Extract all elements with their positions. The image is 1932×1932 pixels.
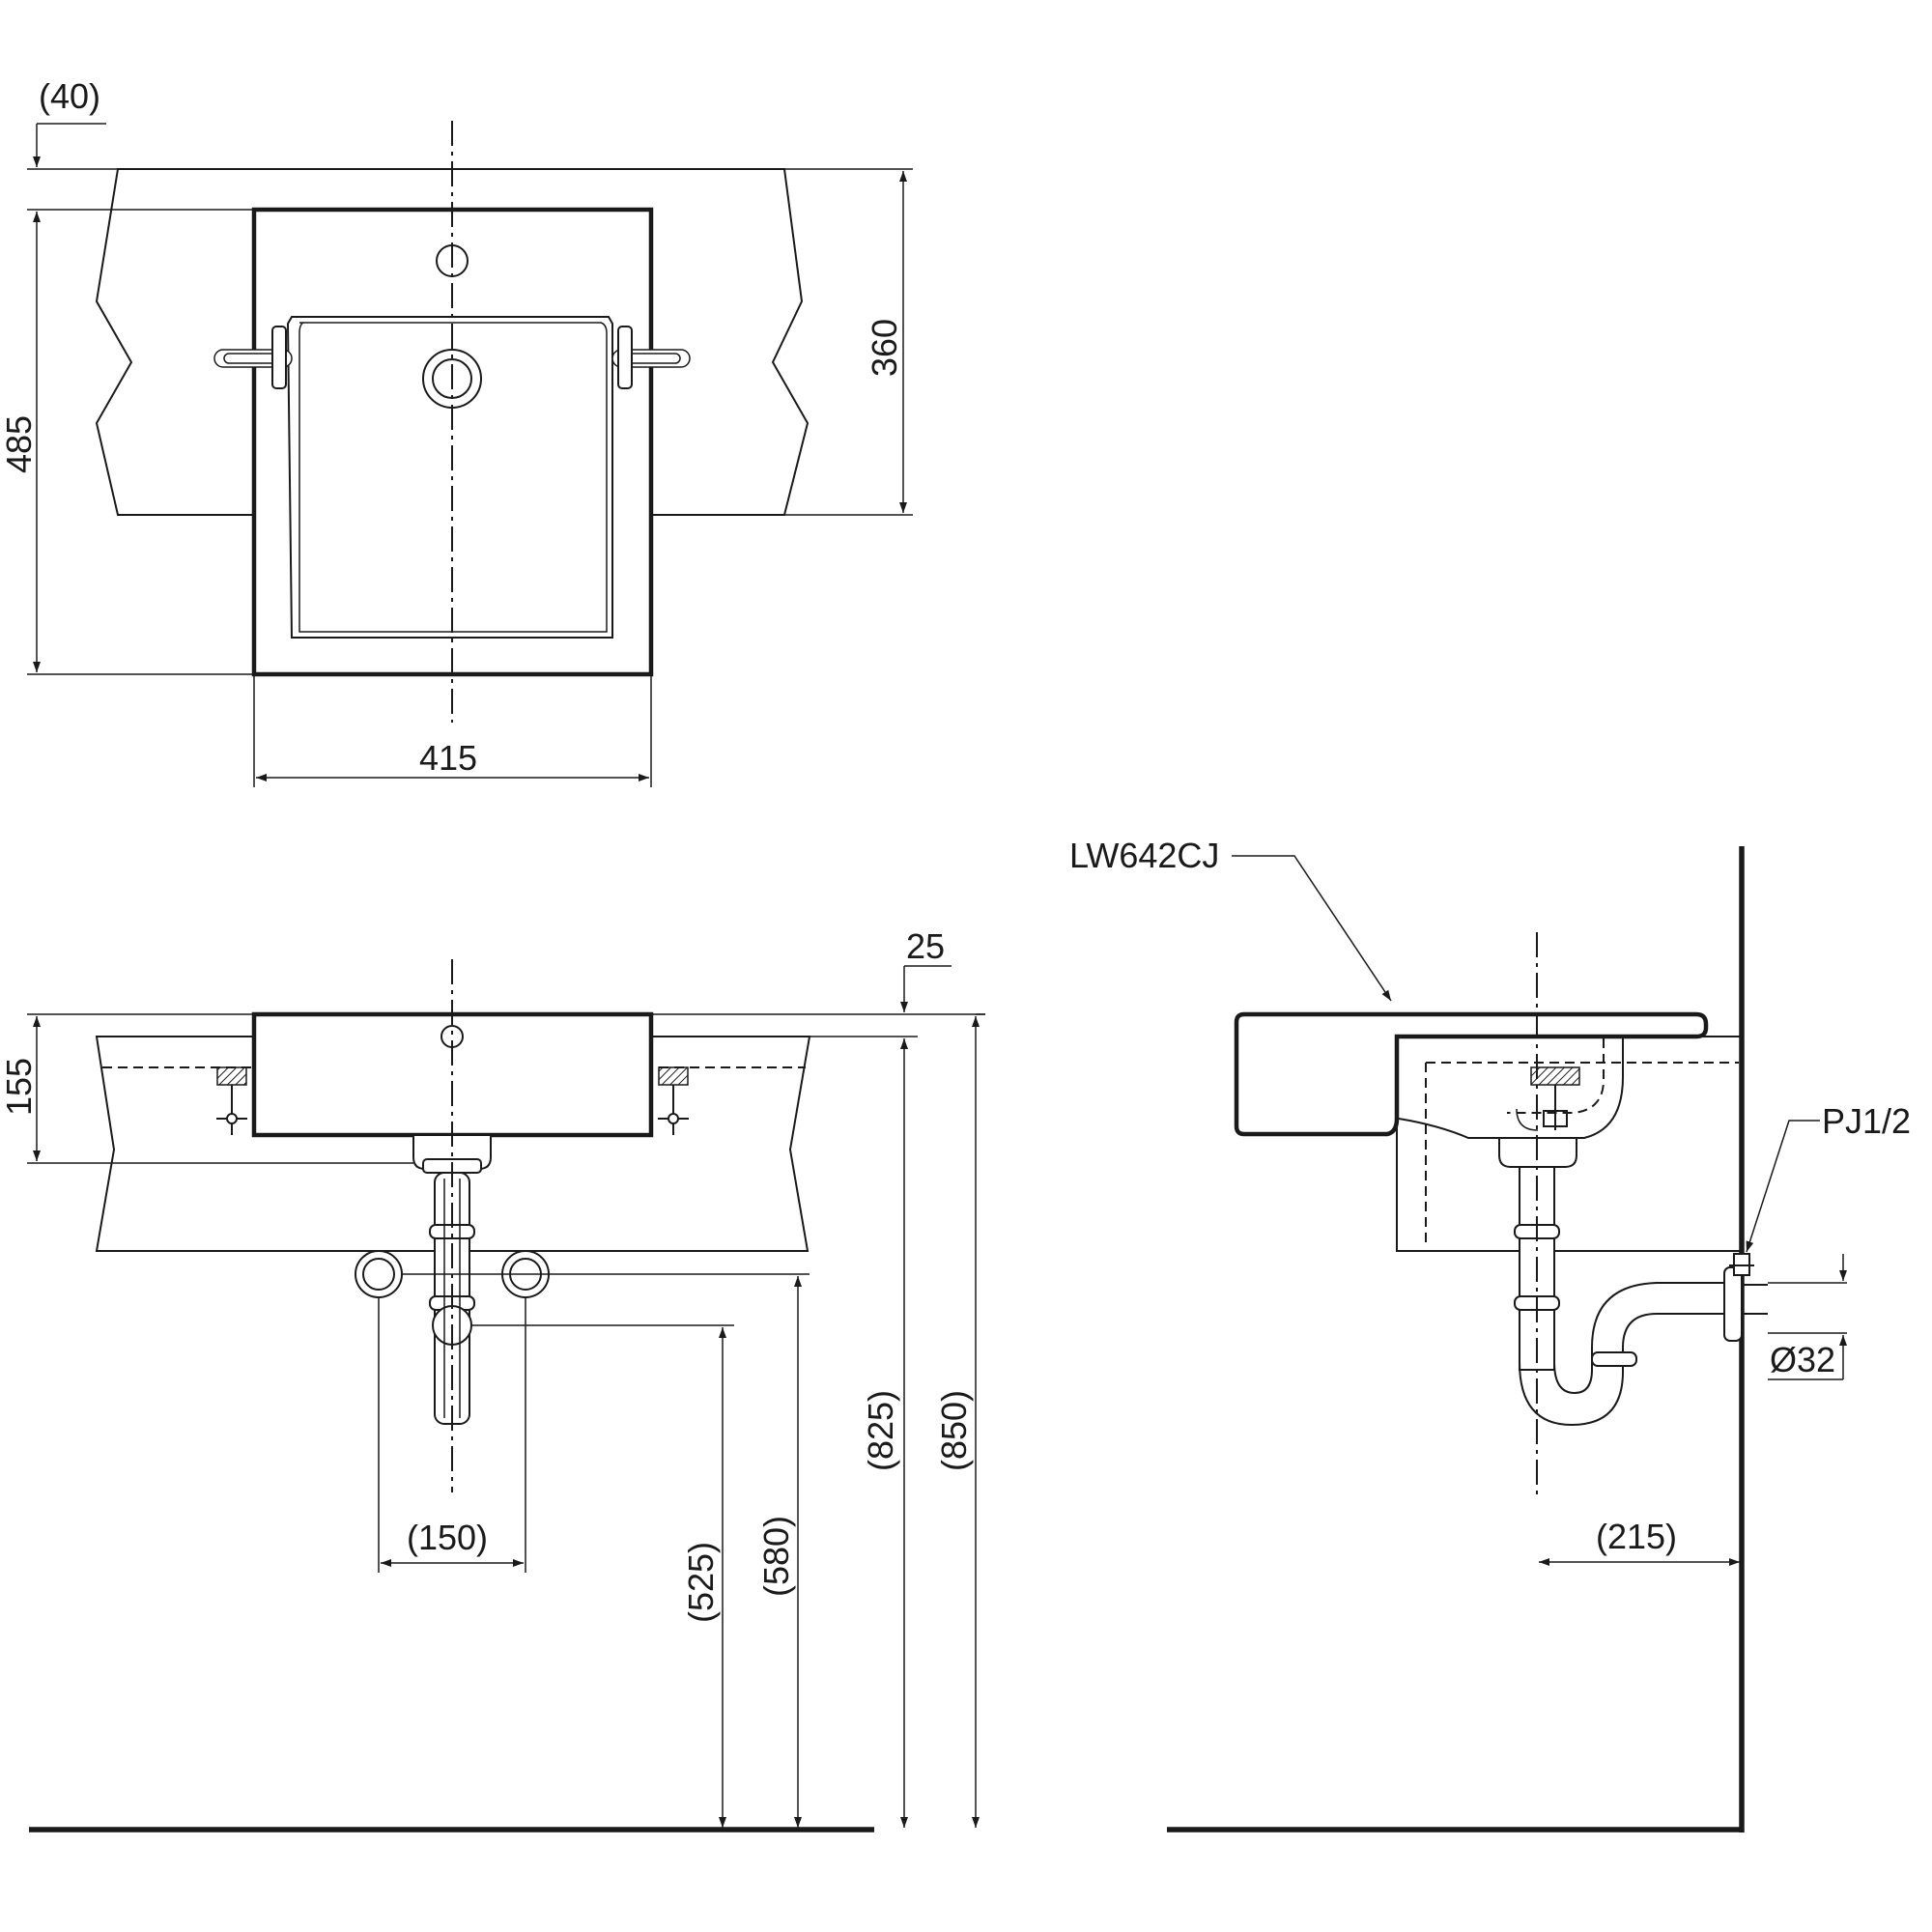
right-mounting-bracket — [611, 326, 691, 389]
side-view: LW642CJ PJ1/2 Ø32 (215) — [1069, 836, 1911, 1833]
dim-top-thickness-label: 25 — [906, 926, 945, 966]
dim-supply-spacing-label: (150) — [407, 1518, 488, 1557]
plan-view: (40) 485 360 415 — [0, 76, 913, 787]
dim-depth-counter-label: 360 — [865, 319, 904, 377]
dim-depth-total-label: 485 — [0, 415, 39, 473]
dim-supply-height-label: (580) — [756, 1516, 796, 1597]
basin-bowl-inner — [298, 322, 608, 633]
dim-basin-height-label: 155 — [0, 1058, 39, 1116]
dim-edge-label: (40) — [39, 76, 100, 116]
dim-trap-height-label: (525) — [681, 1542, 721, 1623]
supply-leader — [1746, 1120, 1820, 1253]
left-mounting-bracket — [213, 326, 293, 389]
model-label: LW642CJ — [1069, 836, 1219, 875]
dim-rim-height-label: (850) — [934, 1390, 974, 1471]
dim-counter-height-label: (825) — [861, 1390, 900, 1471]
dim-width-label: 415 — [419, 738, 477, 778]
side-basin — [1234, 1011, 1709, 1137]
model-leader — [1232, 855, 1392, 1002]
dim-wall-offset-label: (215) — [1596, 1517, 1677, 1556]
side-bracket — [1516, 1066, 1580, 1131]
drain-label: Ø32 — [1770, 1340, 1835, 1379]
side-trap — [1519, 1313, 1732, 1427]
supply-label: PJ1/2 — [1822, 1101, 1911, 1141]
side-wall-flange — [1723, 1266, 1743, 1342]
front-view: 155 25 (150) (525) (580) (825) (850) — [0, 926, 985, 1833]
basin-bowl — [286, 316, 613, 639]
front-right-bracket — [658, 1066, 689, 1135]
front-left-bracket — [216, 1066, 247, 1135]
